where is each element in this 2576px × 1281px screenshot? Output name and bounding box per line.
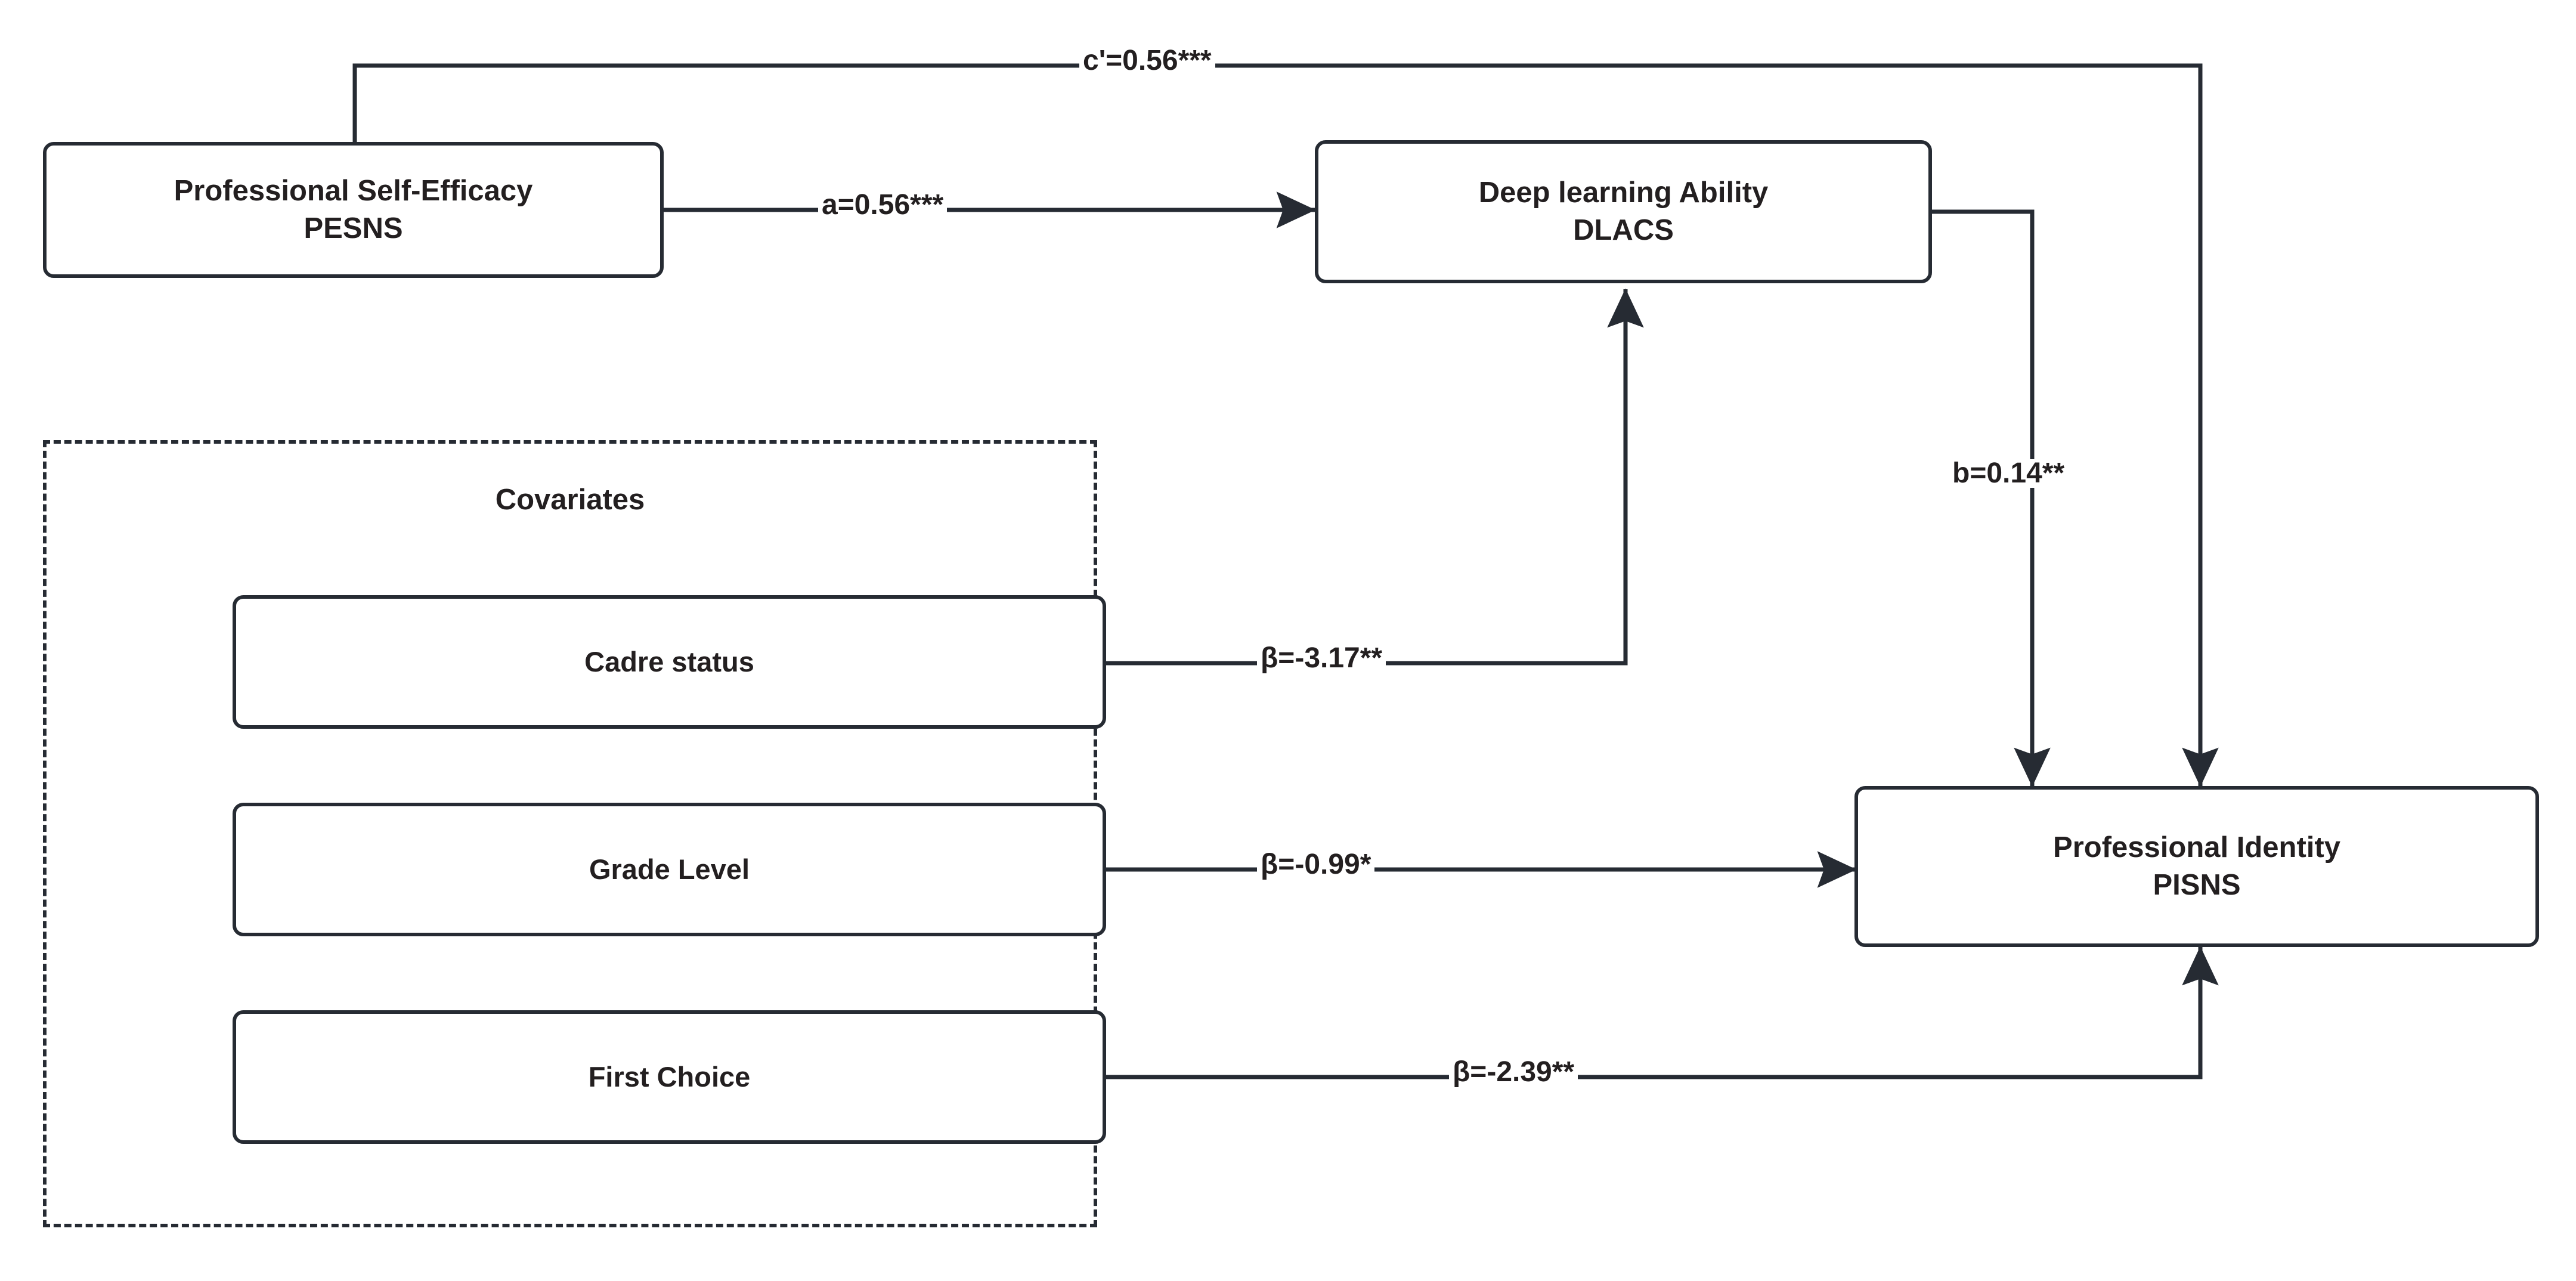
node-pisns-line2: PISNS [2153, 869, 2241, 901]
node-dlacs-line2: DLACS [1573, 214, 1674, 246]
node-first-choice[interactable]: First Choice [233, 1010, 1106, 1144]
path-label-a: a=0.56*** [818, 191, 948, 219]
node-first-choice-label: First Choice [588, 1060, 751, 1093]
node-professional-self-efficacy[interactable]: Professional Self-Efficacy PESNS [43, 142, 664, 278]
path-label-c-prime: c'=0.56*** [1079, 47, 1215, 75]
node-pisns-line1: Professional Identity [2053, 831, 2340, 864]
path-label-b: b=0.14** [1949, 459, 2069, 488]
path-label-cadre-to-dlacs: β=-3.17** [1257, 644, 1386, 673]
node-cadre-status[interactable]: Cadre status [233, 595, 1106, 729]
path-line-c-prime [352, 63, 2219, 787]
path-label-grade-to-pisns: β=-0.99* [1257, 850, 1375, 879]
covariates-title: Covariates [495, 484, 645, 516]
path-line-cadre-to-dlacs [1106, 288, 1644, 666]
path-label-firstchoice-to-pisns: β=-2.39** [1449, 1058, 1578, 1087]
path-line-firstchoice-to-pisns [1106, 946, 2219, 1079]
node-cadre-status-label: Cadre status [584, 645, 754, 677]
node-pesns-line1: Professional Self-Efficacy [174, 175, 533, 208]
node-professional-identity[interactable]: Professional Identity PISNS [1854, 786, 2539, 947]
node-pesns-line2: PESNS [304, 212, 403, 245]
node-dlacs-line1: Deep learning Ability [1478, 177, 1769, 209]
path-line-b [1932, 209, 2051, 787]
node-grade-level-label: Grade Level [589, 853, 750, 885]
node-grade-level[interactable]: Grade Level [233, 803, 1106, 936]
node-deep-learning-ability[interactable]: Deep learning Ability DLACS [1315, 140, 1932, 283]
